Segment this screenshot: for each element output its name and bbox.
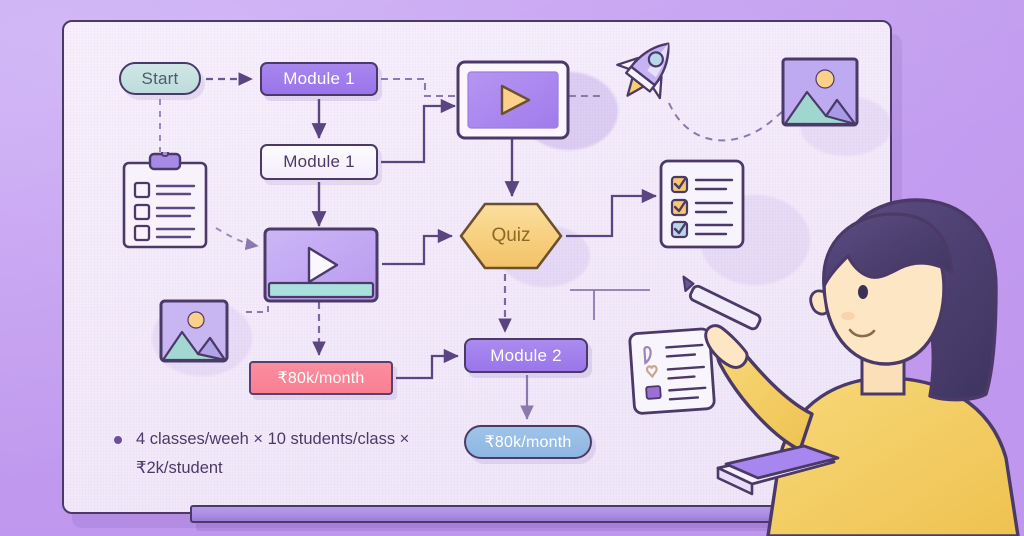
hexagon-shape bbox=[459, 202, 563, 270]
node-module-1-primary-label: Module 1 bbox=[283, 69, 355, 88]
node-price-pink[interactable]: ₹80k/month bbox=[249, 361, 393, 395]
node-start-label: Start bbox=[141, 68, 179, 88]
node-module-2[interactable]: Module 2 bbox=[464, 338, 588, 373]
marker-pen-icon bbox=[682, 275, 762, 331]
rocket-icon bbox=[611, 32, 681, 117]
bullet-notes: 4 classes/weeh × 10 students/class × ₹2k… bbox=[110, 425, 470, 483]
video-player-icon-top[interactable] bbox=[456, 60, 570, 145]
cheek-blush bbox=[841, 312, 855, 320]
woman-at-whiteboard-figure bbox=[672, 188, 1024, 536]
note-card-icon bbox=[626, 326, 722, 421]
bullet-line-1: 4 classes/weeh × 10 students/class × bbox=[136, 430, 410, 448]
checklist-card-icon bbox=[658, 158, 746, 255]
node-price-blue[interactable]: ₹80k/month bbox=[464, 425, 592, 459]
ear bbox=[809, 289, 829, 316]
node-module-1-secondary[interactable]: Module 1 bbox=[260, 144, 378, 180]
node-module-1-secondary-label: Module 1 bbox=[283, 152, 355, 171]
bullet-line-2: ₹2k/student bbox=[136, 459, 223, 477]
clipboard-icon bbox=[118, 149, 214, 257]
notebook-icon bbox=[712, 440, 840, 511]
node-price-pink-label: ₹80k/month bbox=[277, 370, 365, 387]
hair-front bbox=[822, 212, 954, 288]
video-player-icon-left[interactable] bbox=[262, 226, 380, 309]
node-price-blue-label: ₹80k/month bbox=[484, 434, 572, 451]
hand bbox=[704, 324, 749, 369]
bullet-dot bbox=[114, 436, 122, 444]
mouth bbox=[848, 328, 876, 338]
node-module-2-label: Module 2 bbox=[490, 345, 562, 365]
image-placeholder-icon-left bbox=[158, 298, 230, 369]
node-quiz[interactable]: Quiz bbox=[458, 201, 564, 271]
node-start[interactable]: Start bbox=[119, 62, 201, 95]
node-module-1-primary[interactable]: Module 1 bbox=[260, 62, 378, 96]
eye bbox=[858, 285, 868, 299]
image-placeholder-icon-top-right bbox=[780, 56, 860, 133]
